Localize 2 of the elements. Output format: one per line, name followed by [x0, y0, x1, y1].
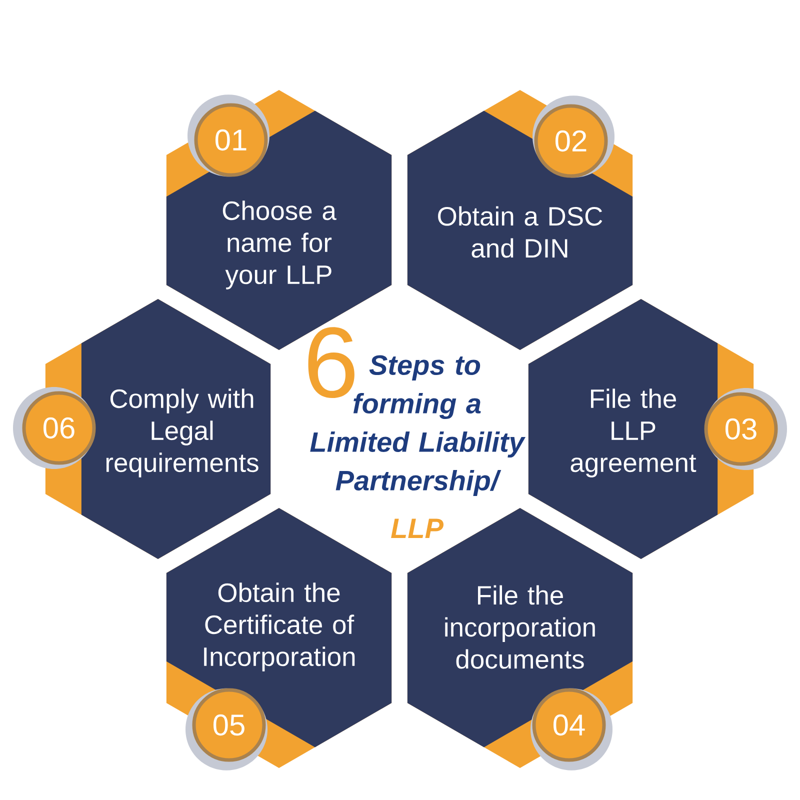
- number-badge: 06: [13, 387, 96, 469]
- number-badge: 03: [704, 388, 787, 470]
